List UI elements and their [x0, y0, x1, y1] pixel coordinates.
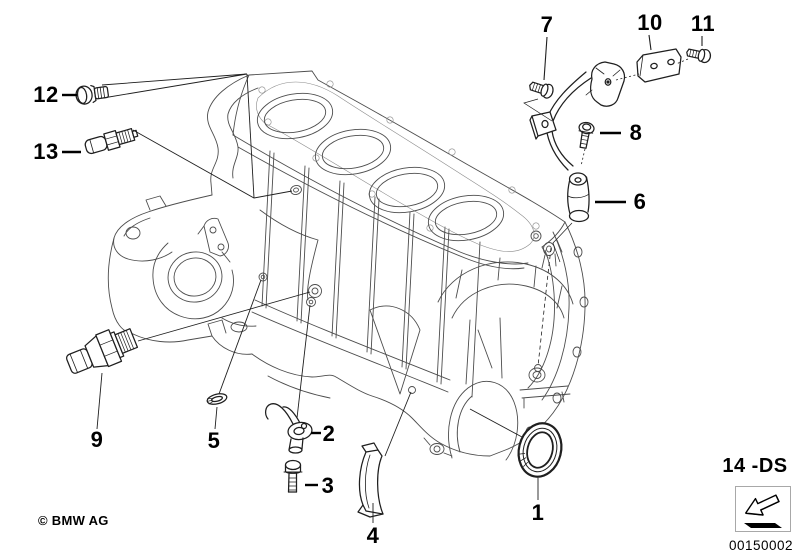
callout-1[interactable]: 1 [531, 500, 545, 525]
part-bolt-11 [686, 48, 712, 64]
callout-5[interactable]: 5 [207, 428, 221, 453]
callout-9[interactable]: 9 [90, 427, 104, 452]
leader-7-wedge [523, 98, 553, 122]
part-sensor-6 [567, 172, 590, 223]
callout-12[interactable]: 12 [33, 82, 59, 107]
part-bolt-8 [578, 121, 595, 149]
part-screw-plug-12 [75, 84, 109, 105]
leader-1 [469, 408, 523, 438]
callout-13[interactable]: 13 [33, 139, 59, 164]
callout-8[interactable]: 8 [629, 120, 643, 145]
section-code: 14 -DS [722, 455, 788, 477]
leader-8-dotted [580, 148, 586, 167]
callout-7[interactable]: 7 [540, 12, 554, 37]
part-guide-plate-4 [357, 442, 384, 518]
leader-4 [384, 391, 412, 457]
callout-4[interactable]: 4 [366, 523, 380, 548]
leader-5 [218, 279, 262, 395]
copyright-notice: © BMW AG [38, 513, 109, 528]
part-bolt-3 [283, 459, 303, 493]
callout-2[interactable]: 2 [322, 421, 336, 446]
leader-6-dashed [537, 247, 552, 367]
leader-edge [246, 73, 255, 199]
leader-10-label [648, 34, 652, 51]
image-number: 00150002 [728, 538, 794, 553]
part-bolt-7 [529, 81, 554, 99]
leader-lines [96, 34, 703, 523]
leader-13 [132, 129, 293, 199]
callout-dashes [62, 93, 626, 487]
callout-6[interactable]: 6 [633, 189, 647, 214]
callout-11[interactable]: 11 [690, 11, 716, 36]
cylinder-bores [256, 92, 505, 242]
leader-2 [296, 304, 311, 419]
part-sealing-ring-5 [206, 393, 228, 405]
leader-7-label [543, 36, 548, 81]
head-gasket-outline [256, 80, 540, 252]
leader-9 [137, 291, 311, 342]
part-oil-pressure-switch-9 [65, 328, 139, 374]
arrow-down-left-icon [744, 494, 782, 528]
part-oil-pipe-assembly [529, 61, 626, 171]
part-shaft-seal-1 [517, 422, 563, 478]
engine-block-outline [107, 70, 589, 461]
leader-6-wedge [552, 222, 573, 263]
part-oil-spray-nozzle-2 [264, 403, 313, 454]
callout-10[interactable]: 10 [637, 10, 663, 35]
block-holes [258, 184, 542, 394]
part-bracket-10 [636, 48, 682, 83]
part-temperature-sensor-13 [84, 127, 139, 155]
leader-9-label [96, 372, 103, 430]
leader-12 [101, 73, 248, 99]
callout-3[interactable]: 3 [321, 473, 335, 498]
leader-10-dotted [615, 73, 640, 81]
leader-5-label [214, 406, 218, 430]
leader-11-dotted [675, 58, 689, 65]
nav-arrow-box[interactable] [735, 486, 791, 532]
